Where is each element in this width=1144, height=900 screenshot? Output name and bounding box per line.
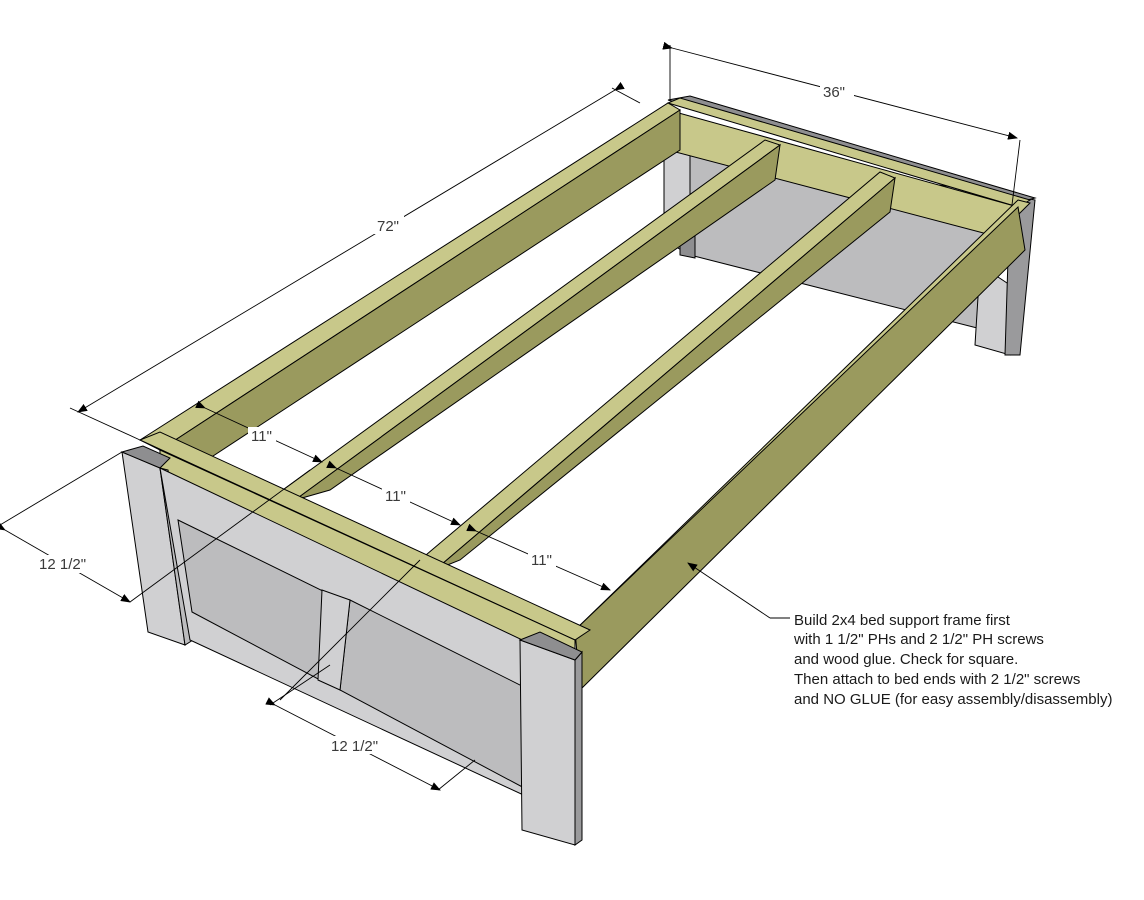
note-line-3: and wood glue. Check for square. bbox=[794, 651, 1018, 668]
slat-2-side bbox=[434, 176, 896, 571]
note-line-5: and NO GLUE (for easy assembly/disassemb… bbox=[794, 691, 1112, 708]
spacing-2-label: 11" bbox=[385, 488, 406, 505]
length-extension-top bbox=[611, 87, 641, 104]
length-extension-bottom bbox=[69, 407, 141, 441]
leg-extension-line bbox=[0, 451, 123, 526]
construction-line-2 bbox=[279, 559, 421, 701]
panel-extension-2 bbox=[437, 759, 476, 791]
front-right-leg-side bbox=[574, 650, 583, 846]
dimension-labels: 36" 72" 11" 11" 11" 12 1/2" 12 1/2" bbox=[36, 82, 854, 755]
spacing-3-label: 11" bbox=[531, 552, 552, 569]
callout-leader-arrow bbox=[687, 562, 771, 619]
width-label: 36" bbox=[823, 84, 845, 101]
note-line-1: Build 2x4 bed support frame first bbox=[794, 612, 1011, 629]
front-right-leg-cap bbox=[518, 631, 583, 661]
width-extension-right bbox=[1011, 139, 1021, 206]
front-right-leg-front bbox=[519, 639, 576, 846]
construction-line-1 bbox=[129, 469, 311, 603]
note-line-2: with 1 1/2" PHs and 2 1/2" PH screws bbox=[793, 631, 1044, 648]
assembly-note: Build 2x4 bed support frame first with 1… bbox=[793, 612, 1112, 708]
front-left-leg-cap bbox=[120, 445, 171, 469]
length-dimension-line bbox=[77, 81, 625, 413]
front-bed-end bbox=[120, 445, 583, 846]
length-label: 72" bbox=[377, 218, 399, 235]
spacing-1-label: 11" bbox=[251, 428, 272, 445]
note-line-4: Then attach to bed ends with 2 1/2" scre… bbox=[794, 671, 1080, 688]
panel-width-label: 12 1/2" bbox=[331, 738, 378, 755]
leg-depth-label: 12 1/2" bbox=[39, 556, 86, 573]
front-center-stile bbox=[317, 589, 351, 691]
